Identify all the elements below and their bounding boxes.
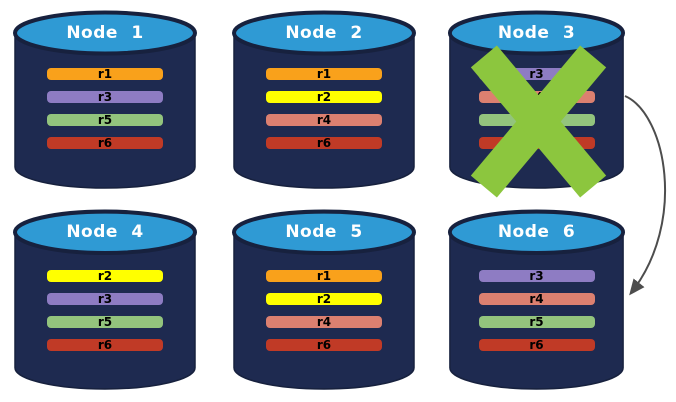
replica-bar: r6: [478, 338, 595, 352]
replica-bar: r3: [47, 293, 163, 305]
replica-bar: r6: [266, 339, 382, 351]
replica-bar: r5: [47, 316, 163, 328]
replica-label: r3: [529, 269, 544, 283]
node-5: Node 5 r1 r2 r4 r6: [231, 207, 417, 395]
replica-label: r6: [97, 136, 113, 150]
replica-bar: r2: [266, 91, 382, 103]
replica-label: r3: [529, 67, 544, 81]
replica-list: r1 r3 r5 r6: [47, 68, 163, 149]
replica-label: r6: [316, 136, 332, 150]
replica-list: r1 r2 r4 r6: [266, 270, 382, 351]
replica-bar: r4: [478, 292, 595, 306]
replica-bar: r2: [47, 270, 163, 282]
replica-label: r6: [316, 338, 332, 352]
replica-label: r4: [316, 315, 332, 329]
replica-label: r2: [97, 269, 113, 283]
node-1: Node 1 r1 r3 r5 r6: [12, 8, 198, 194]
replica-list: r1 r2 r4 r6: [266, 68, 382, 149]
replica-label: r5: [97, 315, 113, 329]
replica-bar: r6: [266, 137, 382, 149]
node-label: Node 2: [285, 23, 363, 43]
replica-bar: r5: [478, 315, 595, 329]
node-label: Node 3: [497, 23, 576, 43]
replica-bar: r1: [47, 68, 163, 80]
replica-label: r1: [97, 67, 113, 81]
replica-label: r5: [97, 113, 113, 127]
replica-bar: r4: [266, 114, 382, 126]
node-label: Node 6: [497, 222, 576, 242]
replica-label: r4: [529, 292, 544, 306]
replica-bar: r1: [266, 270, 382, 282]
node-2: Node 2 r1 r2 r4 r6: [231, 8, 417, 194]
node-6: Node 6 r3 r4 r5 r6: [447, 207, 626, 395]
replica-bar: r4: [266, 316, 382, 328]
replica-label: r6: [529, 338, 544, 352]
failure-x-icon: [470, 45, 607, 198]
node-3: Node 3 r3 r4 r5 r6: [447, 8, 626, 198]
replica-label: r2: [316, 90, 332, 104]
replica-bar: r1: [266, 68, 382, 80]
replica-bar: r6: [47, 137, 163, 149]
node-4: Node 4 r2 r3 r5 r6: [12, 207, 198, 395]
replica-bar: r3: [47, 91, 163, 103]
replica-label: r5: [529, 315, 544, 329]
replica-label: r1: [316, 67, 332, 81]
replica-list: r3 r4 r5 r6: [478, 269, 595, 352]
replica-label: r4: [316, 113, 332, 127]
node-label: Node 1: [66, 23, 144, 43]
replica-bar: r6: [47, 339, 163, 351]
node-label: Node 4: [66, 222, 144, 242]
replica-label: r6: [97, 338, 113, 352]
node-label: Node 5: [285, 222, 363, 242]
replica-label: r3: [97, 90, 113, 104]
replica-bar: r2: [266, 293, 382, 305]
replica-bar: r5: [47, 114, 163, 126]
replica-list: r2 r3 r5 r6: [47, 270, 163, 351]
replica-label: r2: [316, 292, 332, 306]
replica-label: r3: [97, 292, 113, 306]
replica-bar: r3: [478, 269, 595, 283]
replica-label: r1: [316, 269, 332, 283]
